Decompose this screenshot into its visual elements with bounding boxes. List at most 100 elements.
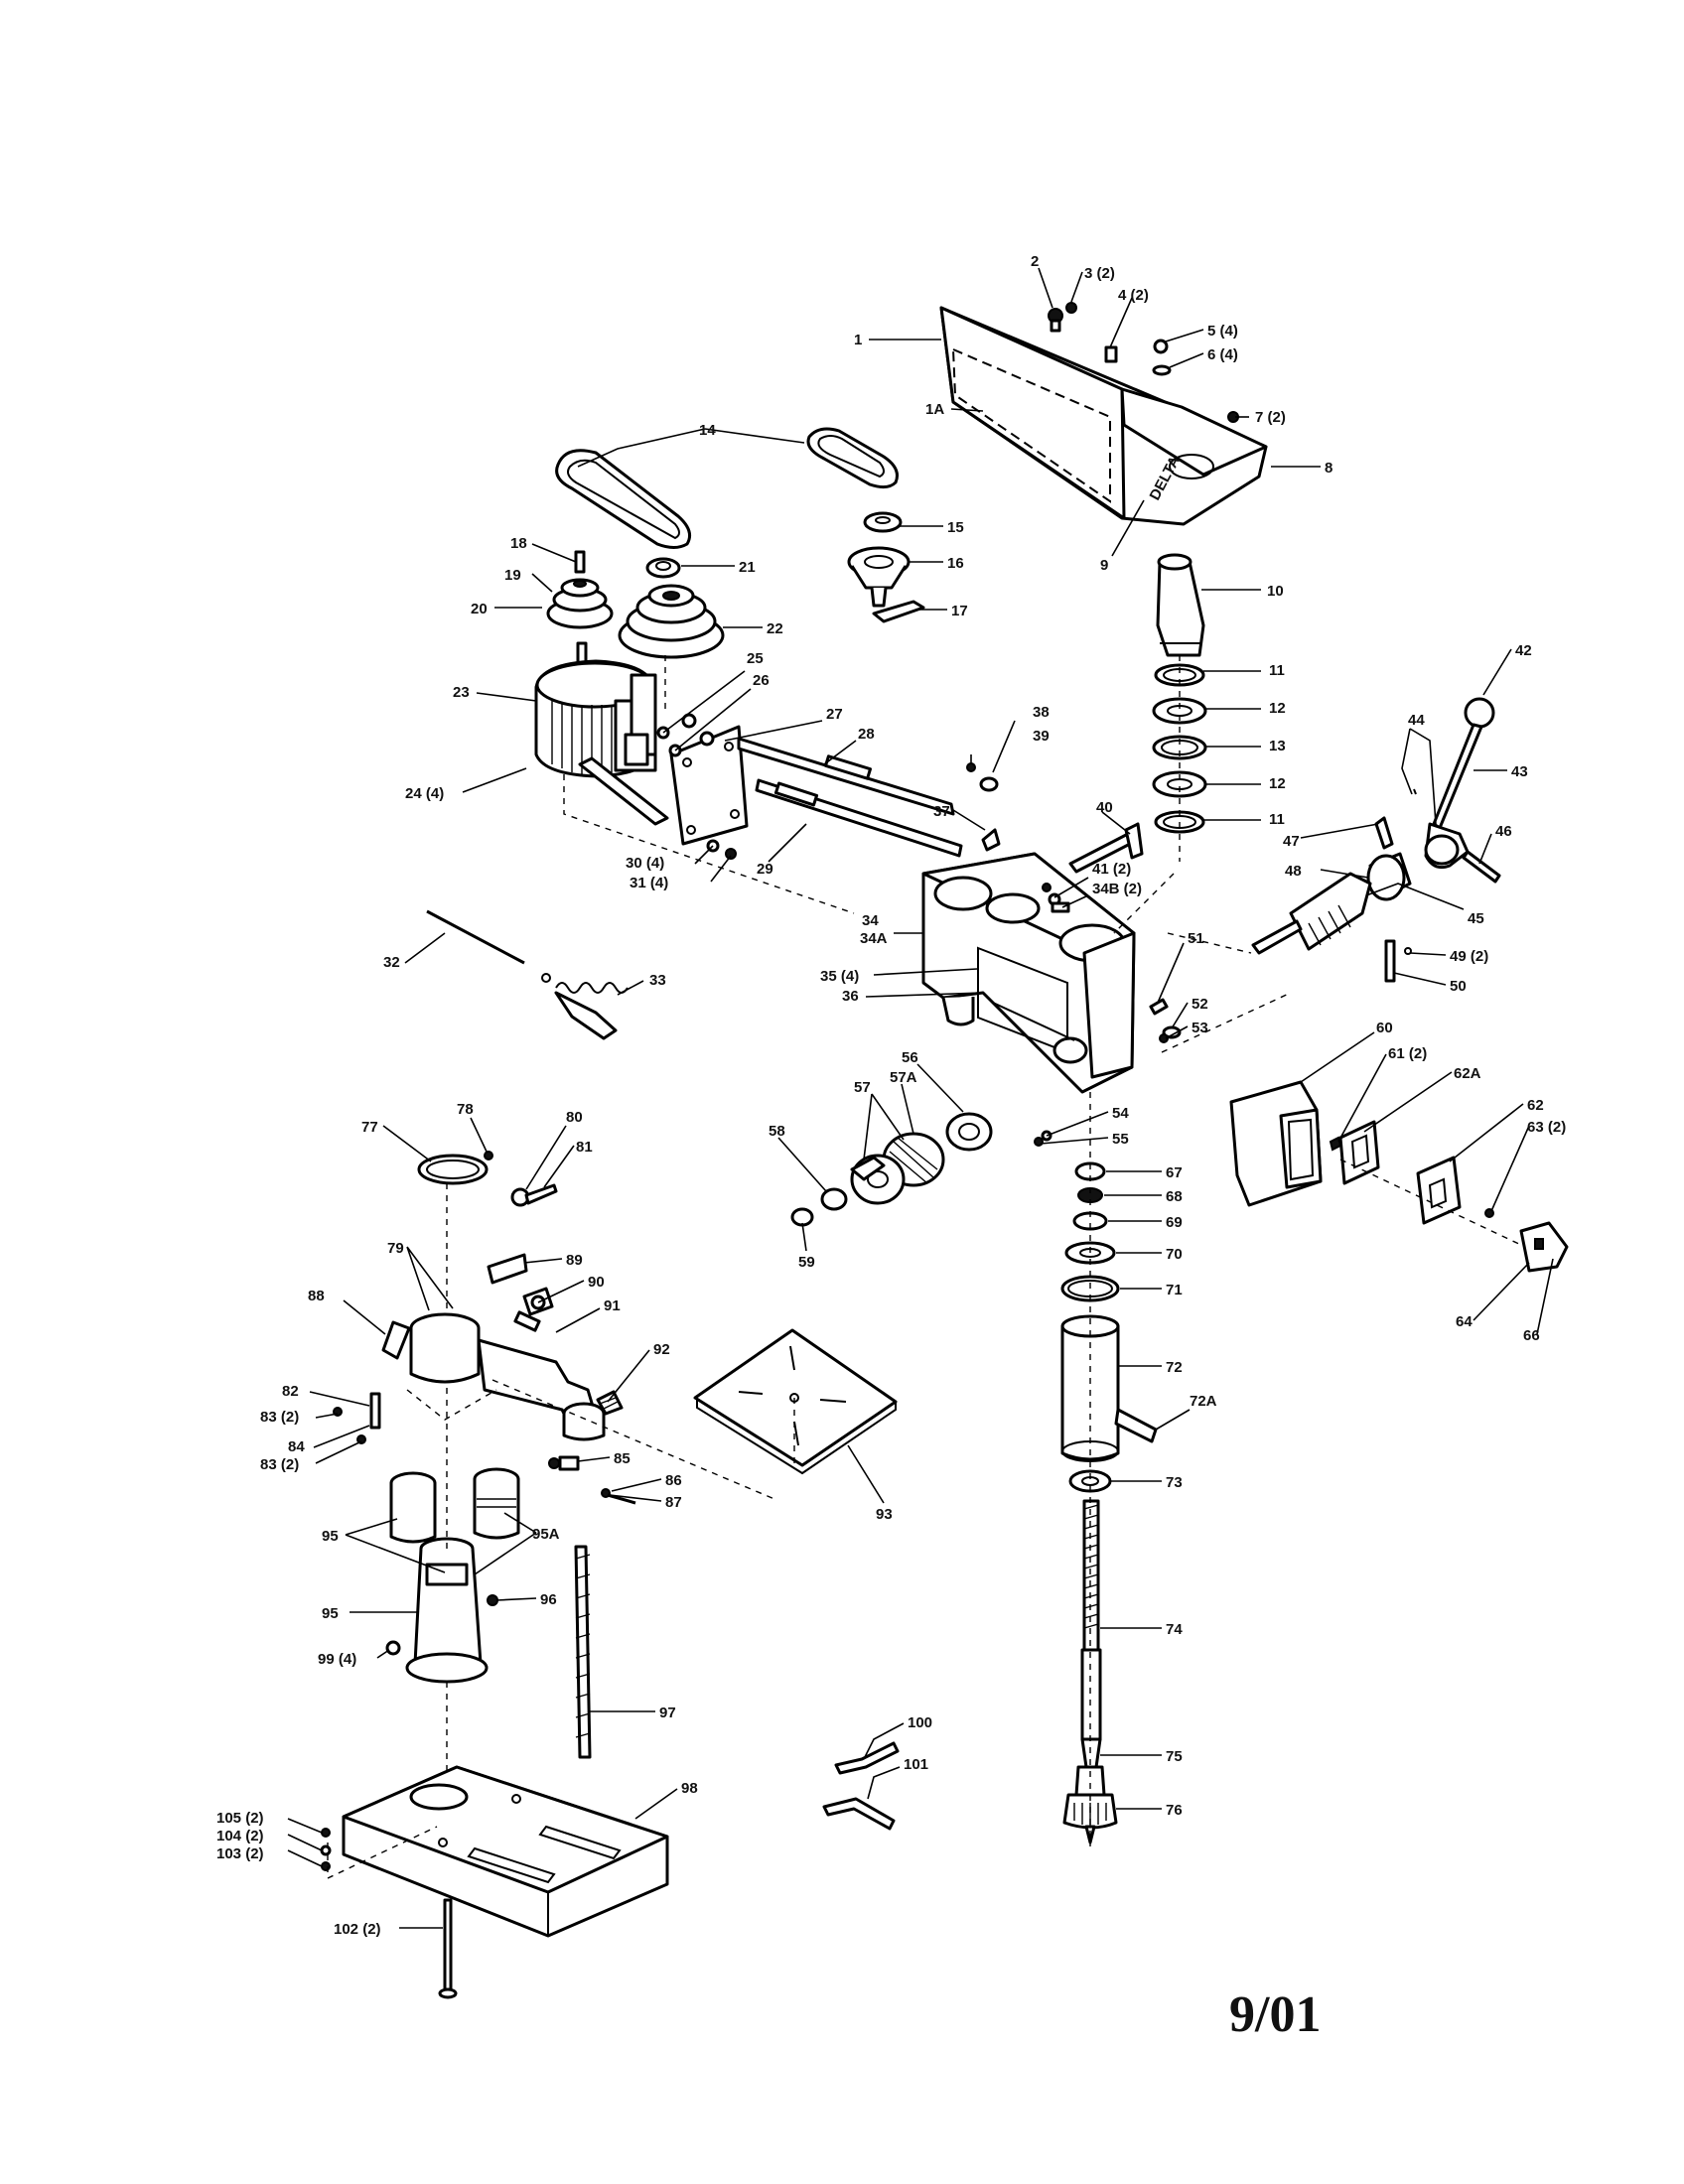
callout-32: 32	[383, 954, 400, 971]
callout-1a: 1A	[925, 401, 944, 418]
callout-75: 75	[1166, 1748, 1183, 1765]
callout-5: 5 (4)	[1207, 323, 1238, 340]
callout-20: 20	[471, 601, 488, 617]
callout-93: 93	[876, 1506, 893, 1523]
callout-88: 88	[308, 1288, 325, 1304]
callout-84: 84	[288, 1438, 305, 1455]
callout-70: 70	[1166, 1246, 1183, 1263]
belt-guard-assembly: DELTA	[939, 306, 1268, 526]
callout-50: 50	[1450, 978, 1467, 995]
callout-101: 101	[904, 1756, 928, 1773]
guard-hardware	[1048, 302, 1239, 423]
callout-36: 36	[842, 988, 859, 1005]
callout-31: 31 (4)	[630, 875, 668, 891]
motor-pulley	[546, 550, 614, 629]
callout-92: 92	[653, 1341, 670, 1358]
hex-keys	[822, 1741, 900, 1831]
callout-13: 13	[1269, 738, 1286, 754]
idler-pulley-22	[618, 584, 725, 659]
callout-41: 41 (2)	[1092, 861, 1131, 878]
base	[342, 1765, 669, 1938]
callout-57a: 57A	[890, 1069, 917, 1086]
callout-95a: 95A	[532, 1526, 560, 1543]
callout-11-bottom: 11	[1269, 811, 1285, 828]
callout-74: 74	[1166, 1621, 1183, 1638]
motor-bracket	[669, 725, 749, 846]
motor	[534, 641, 669, 826]
callout-54: 54	[1112, 1105, 1129, 1122]
callout-102: 102 (2)	[334, 1921, 381, 1938]
callout-67: 67	[1166, 1164, 1183, 1181]
callout-63: 63 (2)	[1527, 1119, 1566, 1136]
callout-10: 10	[1267, 583, 1284, 600]
callout-80: 80	[566, 1109, 583, 1126]
head-casting	[921, 852, 1136, 1094]
callout-28: 28	[858, 726, 875, 743]
callout-60-top: 60	[1376, 1020, 1393, 1036]
callout-85: 85	[614, 1450, 631, 1467]
feed-shaft-hardware	[1149, 998, 1182, 1043]
callout-23: 23	[453, 684, 470, 701]
callout-72: 72	[1166, 1359, 1183, 1376]
callout-73: 73	[1166, 1474, 1183, 1491]
callout-30: 30 (4)	[626, 855, 664, 872]
table-bracket-assembly	[333, 1151, 636, 1505]
callout-52: 52	[1192, 996, 1208, 1013]
callout-34: 34	[862, 912, 879, 929]
callout-95-bottom: 95	[322, 1605, 339, 1622]
callout-17: 17	[951, 603, 968, 619]
callout-35: 35 (4)	[820, 968, 859, 985]
callout-14: 14	[699, 422, 716, 439]
callout-42: 42	[1515, 642, 1532, 659]
callout-82: 82	[282, 1383, 299, 1400]
callout-53: 53	[1192, 1020, 1208, 1036]
callout-68: 68	[1166, 1188, 1183, 1205]
callout-62: 62	[1527, 1097, 1544, 1114]
callout-47: 47	[1283, 833, 1300, 850]
callout-49: 49 (2)	[1450, 948, 1488, 965]
leader-lines	[287, 267, 1554, 1929]
callout-37: 37	[933, 803, 950, 820]
callout-97: 97	[659, 1705, 676, 1721]
callout-95-top: 95	[322, 1528, 339, 1545]
callout-45: 45	[1468, 910, 1484, 927]
callout-12-bottom: 12	[1269, 775, 1286, 792]
callout-89: 89	[566, 1252, 583, 1269]
callout-21: 21	[739, 559, 756, 576]
callout-57: 57	[854, 1079, 871, 1096]
callout-6: 6 (4)	[1207, 346, 1238, 363]
callout-27: 27	[826, 706, 843, 723]
callout-98: 98	[681, 1780, 698, 1797]
switch-box-assembly	[1229, 1080, 1569, 1273]
callout-64: 64	[1456, 1313, 1473, 1330]
callout-labels: 1 2 3 (2) 4 (2) 5 (4) 6 (4) 1A 7 (2) 8 9…	[216, 253, 1566, 1938]
spindle-pulley	[847, 511, 925, 623]
callout-48: 48	[1285, 863, 1302, 880]
callout-15: 15	[947, 519, 964, 536]
callout-2: 2	[1031, 253, 1039, 270]
callout-29: 29	[757, 861, 773, 878]
callout-55: 55	[1112, 1131, 1129, 1148]
callout-11-top: 11	[1269, 662, 1285, 679]
callout-51: 51	[1188, 930, 1204, 947]
callout-91: 91	[604, 1297, 621, 1314]
callout-81: 81	[576, 1139, 593, 1156]
callout-44: 44	[1408, 712, 1425, 729]
callout-24: 24 (4)	[405, 785, 444, 802]
callout-79: 79	[387, 1240, 404, 1257]
spindle-pulley-10	[1156, 553, 1205, 657]
callout-104: 104 (2)	[216, 1828, 264, 1844]
callout-3: 3 (2)	[1084, 265, 1115, 282]
callout-8: 8	[1325, 460, 1333, 477]
callout-9: 9	[1100, 557, 1108, 574]
callout-66: 66	[1523, 1327, 1540, 1344]
return-spring-assembly	[790, 1112, 1052, 1227]
assembly-lines	[327, 655, 1526, 1880]
callout-83-top: 83 (2)	[260, 1409, 299, 1426]
callout-33: 33	[649, 972, 666, 989]
callout-34a: 34A	[860, 930, 888, 947]
callout-83-bottom: 83 (2)	[260, 1456, 299, 1473]
callout-103: 103 (2)	[216, 1845, 264, 1862]
callout-90: 90	[588, 1274, 605, 1291]
callout-58: 58	[769, 1123, 785, 1140]
